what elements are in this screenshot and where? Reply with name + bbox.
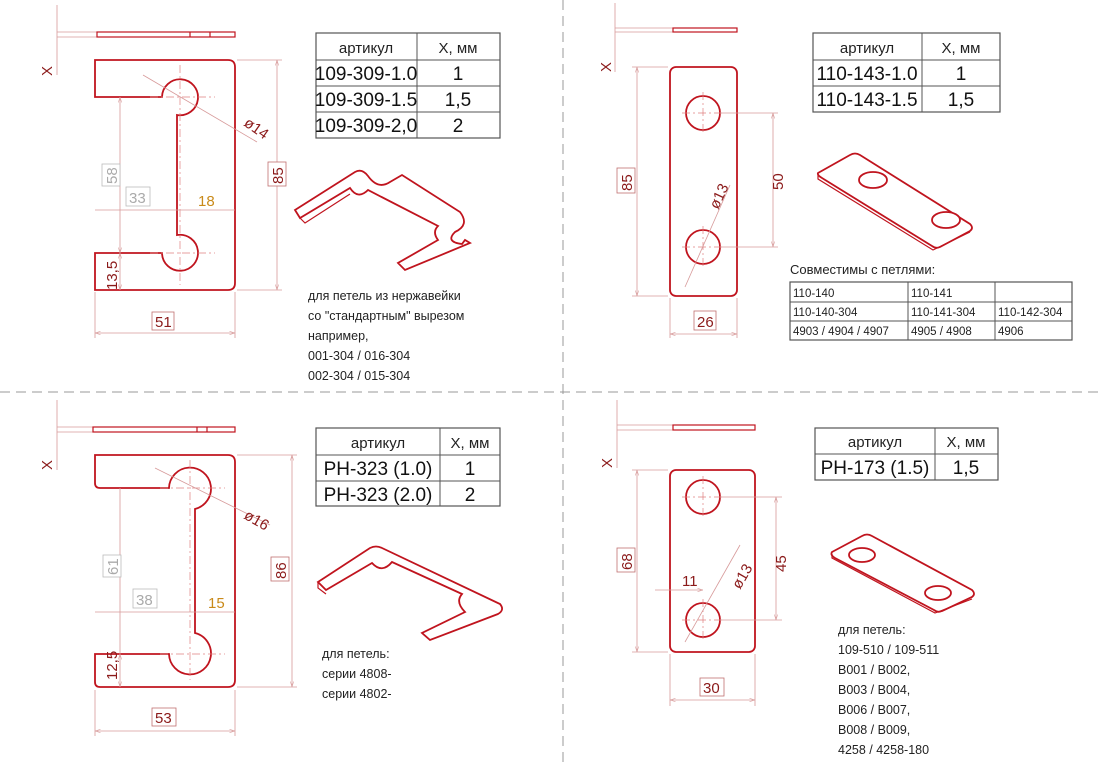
q1-table-2-0: 109-309-2,0 — [315, 116, 417, 137]
q4-dims-height: 68 — [619, 553, 636, 570]
common-col_article: артикул — [840, 40, 894, 57]
q1-table-1-1: 1,5 — [445, 90, 471, 111]
isometric-view-q1 — [293, 169, 472, 272]
common-x_label: X — [599, 458, 616, 468]
shim-outline — [94, 59, 236, 291]
common-col_article: артикул — [351, 435, 405, 452]
q2-dims-height: 85 — [619, 174, 636, 191]
shim-109-309-drawing: X 85 51 58 33 18 13,5 ø14 — [39, 5, 287, 338]
shim-ph-173-drawing: X 68 45 11 ø13 30 — [599, 400, 790, 706]
notes-q4: для петель: 109-510 / 109-511 B001 / B00… — [838, 623, 939, 757]
q2-table-0-0: 110-143-1.0 — [816, 64, 917, 85]
isometric-view-q3 — [316, 545, 503, 642]
common-col_article: артикул — [339, 40, 393, 57]
q3-dims-arm: 12,5 — [104, 651, 121, 680]
q4-notes-5: B008 / B009, — [838, 723, 910, 737]
q1-table-2-1: 2 — [453, 116, 464, 137]
q4-notes-4: B006 / B007, — [838, 703, 910, 717]
q3-dims-spine: 15 — [208, 595, 225, 612]
q3-dims-diameter: ø16 — [241, 507, 272, 535]
q2-table-1-0: 110-143-1.5 — [816, 90, 917, 111]
side-view — [96, 31, 236, 38]
q3-table-1-0: PH-323 (2.0) — [324, 485, 433, 506]
article-table-q1: артикул X, мм 109-309-1.0 1 109-309-1.5 … — [315, 32, 501, 139]
q2-table-0-1: 1 — [956, 64, 967, 85]
q3-table-1-1: 2 — [465, 485, 476, 506]
compat-title: Совместимы с петлями: — [790, 262, 935, 277]
q4-dims-offset: 11 — [682, 573, 698, 590]
q2-compat-0-1: 110-141 — [911, 288, 952, 300]
compat-table: 110-140 110-141 110-140-304 110-141-304 … — [789, 281, 1073, 341]
isometric-view-q2 — [816, 152, 973, 251]
q1-table-0-0: 109-309-1.0 — [315, 64, 417, 85]
q2-compat-2-2: 4906 — [998, 326, 1024, 338]
q3-table-0-0: PH-323 (1.0) — [324, 459, 433, 480]
q4-table-0-1: 1,5 — [953, 458, 979, 479]
q3-notes-1: серии 4808- — [322, 667, 392, 681]
q3-notes-2: серии 4802- — [322, 687, 392, 701]
dim-height: 85 — [270, 167, 287, 184]
shim-110-143-drawing: X 85 50 ø13 26 — [598, 3, 787, 338]
q2-dims-width: 26 — [697, 314, 714, 331]
q1-table-1-0: 109-309-1.5 — [315, 90, 417, 111]
dim-inner: 33 — [129, 190, 146, 207]
shim-outline — [94, 454, 236, 688]
q4-notes-0: для петель: — [838, 623, 906, 637]
q1-notes-1: со "стандартным" вырезом — [308, 309, 464, 323]
q4-notes-2: B001 / B002, — [838, 663, 910, 677]
q2-compat-2-0: 4903 / 4904 / 4907 — [793, 326, 889, 338]
q4-notes-3: B003 / B004, — [838, 683, 910, 697]
isometric-view-q4 — [830, 533, 975, 614]
q3-dims-width: 53 — [155, 710, 172, 727]
dim-width: 51 — [155, 314, 172, 331]
q4-notes-6: 4258 / 4258-180 — [838, 743, 929, 757]
common-col_article: артикул — [848, 434, 902, 451]
q2-table-1-1: 1,5 — [948, 90, 974, 111]
q2-compat-2-1: 4905 / 4908 — [911, 326, 972, 338]
q1-notes-0: для петель из нержавейки — [308, 289, 461, 303]
common-col_x: X, мм — [451, 435, 490, 452]
article-table-q2: артикул X, мм 110-143-1.0 1 110-143-1.5 … — [812, 32, 1001, 113]
common-col_x: X, мм — [947, 434, 986, 451]
q1-table-0-1: 1 — [453, 64, 464, 85]
q3-dims-gap: 61 — [105, 558, 122, 575]
q4-notes-1: 109-510 / 109-511 — [838, 643, 939, 657]
side-view — [672, 27, 738, 33]
shim-outline — [669, 66, 738, 297]
common-col_x: X, мм — [439, 40, 478, 57]
q2-compat-1-2: 110-142-304 — [998, 307, 1063, 319]
notes-q1: для петель из нержавейки со "стандартным… — [308, 289, 464, 383]
q2-dims-spacing: 50 — [770, 173, 787, 190]
common-x_label: X — [39, 460, 56, 470]
dim-arm: 13,5 — [104, 261, 121, 290]
notes-q3: для петель: серии 4808- серии 4802- — [322, 647, 392, 701]
q3-dims-height: 86 — [273, 562, 290, 579]
q3-table-0-1: 1 — [465, 459, 476, 480]
thickness-label: X — [39, 66, 56, 76]
q4-dims-width: 30 — [703, 680, 720, 697]
dim-spine: 18 — [198, 193, 215, 210]
q2-compat-1-0: 110-140-304 — [793, 307, 858, 319]
q2-compat-1-1: 110-141-304 — [911, 307, 976, 319]
q1-notes-3: 001-304 / 016-304 — [308, 349, 410, 363]
q2-compat-0-0: 110-140 — [793, 288, 834, 300]
dim-gap: 58 — [104, 167, 121, 184]
q3-dims-inner: 38 — [136, 592, 153, 609]
q1-notes-4: 002-304 / 015-304 — [308, 369, 410, 383]
common-x_label: X — [598, 62, 615, 72]
article-table-q4: артикул X, мм PH-173 (1.5) 1,5 — [814, 427, 999, 481]
q4-dims-spacing: 45 — [773, 555, 790, 572]
dim-diameter: ø14 — [241, 114, 272, 143]
shim-ph-323-drawing: X 86 53 61 38 15 12,5 ø16 — [39, 400, 297, 736]
q3-notes-0: для петель: — [322, 647, 390, 661]
q1-notes-2: например, — [308, 329, 369, 343]
common-col_x: X, мм — [942, 40, 981, 57]
q4-table-0-0: PH-173 (1.5) — [821, 458, 930, 479]
article-table-q3: артикул X, мм PH-323 (1.0) 1 PH-323 (2.0… — [315, 427, 501, 507]
